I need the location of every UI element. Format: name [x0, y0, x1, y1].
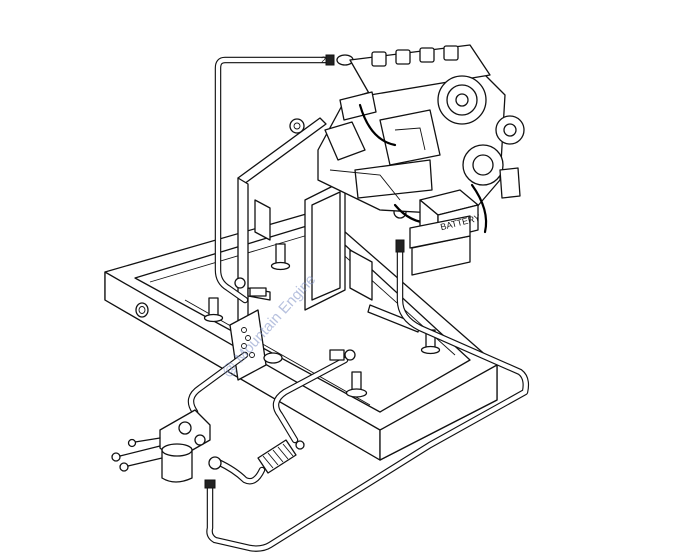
inline-fuel-filter	[257, 439, 305, 474]
diesel-engine	[317, 44, 525, 234]
drain-plug	[263, 352, 283, 364]
battery: BATTERY	[409, 189, 481, 276]
fuel-lines	[187, 56, 530, 552]
fittings	[204, 54, 407, 489]
callout-number: 2	[321, 55, 326, 65]
fuel-filter-assembly	[111, 409, 211, 483]
frame-bolt-hole	[135, 302, 149, 318]
lifting-eye	[289, 118, 305, 134]
frame-mount-posts	[203, 199, 441, 398]
